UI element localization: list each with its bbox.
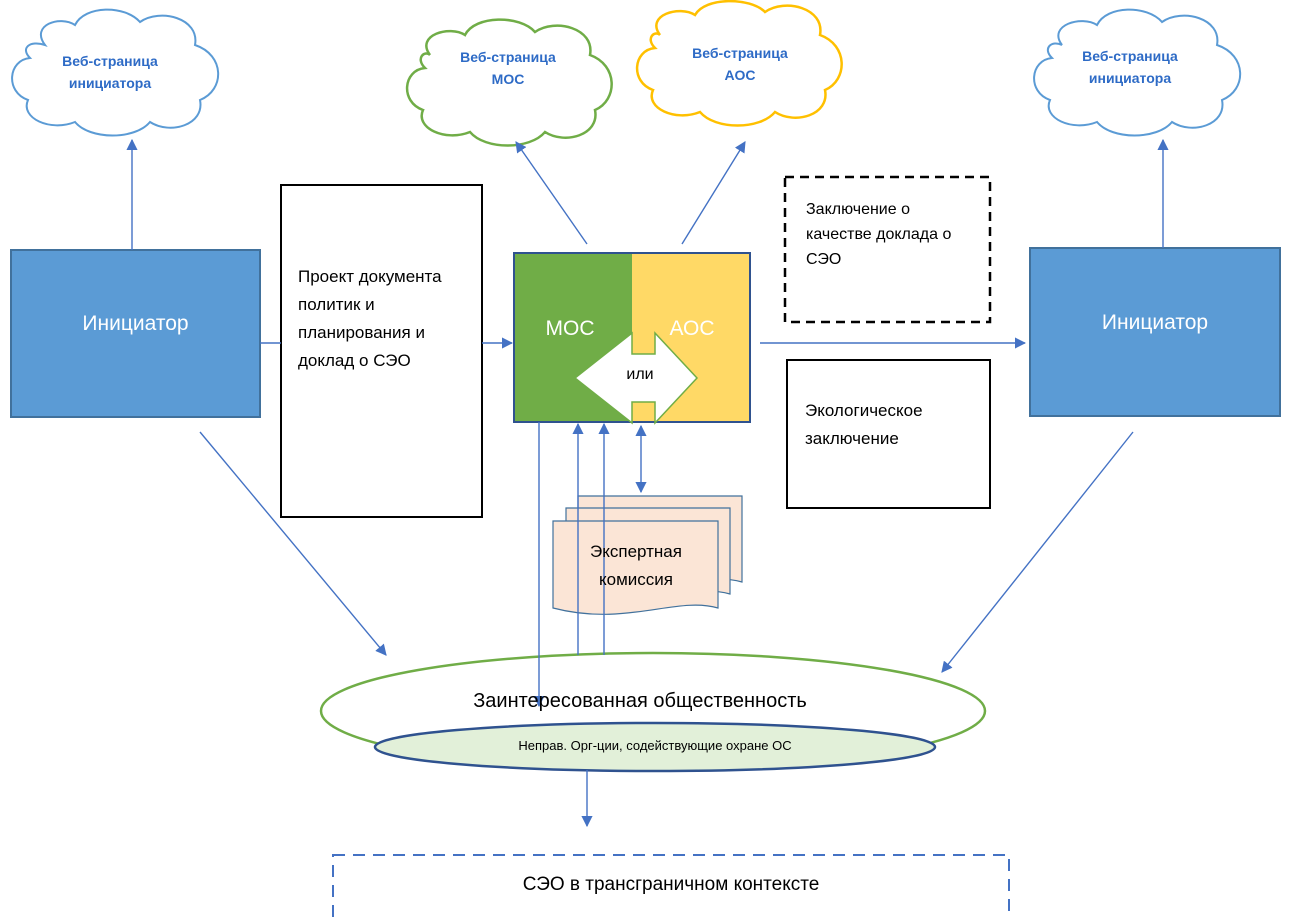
mos-label: МОС: [545, 317, 595, 340]
ngo-ellipse: [373, 721, 937, 773]
cloud-aos: [635, 0, 843, 127]
quality-conclusion-label: Заключение о качестве доклада о СЭО: [806, 201, 952, 268]
cloud-left-label: Веб-страница инициатора: [62, 53, 158, 91]
aos-label: АОС: [669, 317, 715, 340]
initiator-left-label: Инициатор: [82, 312, 189, 335]
or-double-arrow: [573, 331, 699, 425]
cloud-right: [1033, 8, 1242, 137]
eco-conclusion-box: [786, 359, 991, 509]
transboundary-box: [332, 854, 1010, 917]
project-document-label: Проект документа политик и планирования …: [298, 267, 442, 370]
eco-conclusion-label: Экологическое заключение: [805, 401, 923, 448]
cloud-mos: [405, 18, 613, 147]
initiator-right-label: Инициатор: [1101, 311, 1209, 334]
expert-commission-label: Экспертная комиссия: [590, 542, 682, 589]
ngo-label: Неправ. Орг-ции, содействующие охране ОС: [518, 738, 792, 753]
cloud-aos-label: Веб-страница АОС: [692, 45, 788, 83]
or-label: или: [626, 366, 654, 383]
expert-commission-stack: [552, 495, 743, 615]
cloud-mos-label: Веб-страница МОС: [460, 49, 556, 87]
connectors: [126, 138, 1169, 828]
cloud-left: [11, 8, 220, 137]
public-label: Заинтересованная общественность: [473, 690, 807, 712]
cloud-right-label: Веб-страница инициатора: [1082, 48, 1178, 86]
transboundary-label: СЭО в трансграничном контексте: [522, 874, 820, 895]
quality-conclusion-box: [783, 175, 992, 324]
initiator-left-box: [10, 249, 261, 418]
project-document-box: [280, 184, 483, 518]
initiator-right-box: [1029, 247, 1281, 417]
